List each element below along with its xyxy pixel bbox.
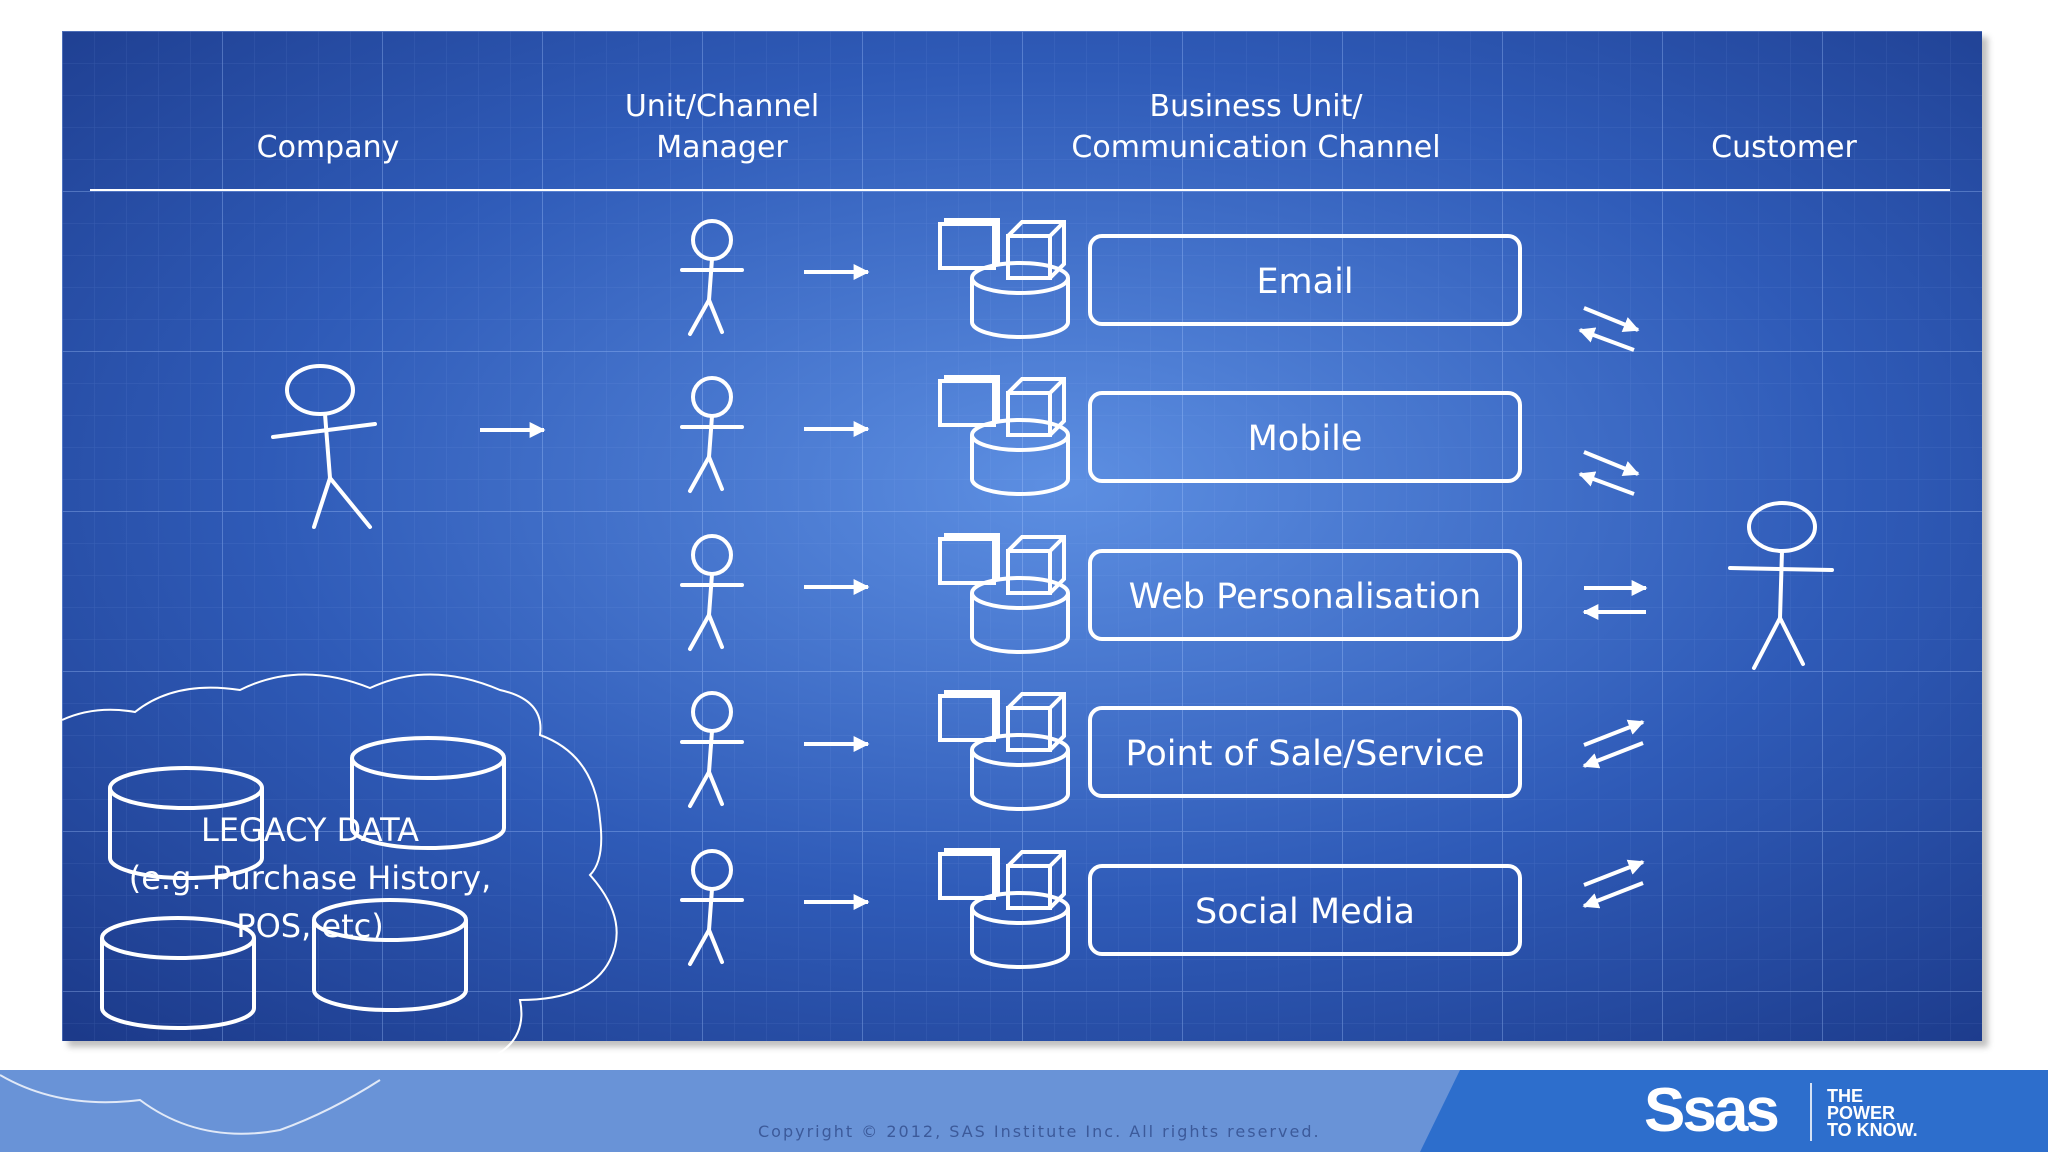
customer-arrow-in [1578,327,1635,352]
customer-arrow-in [1582,881,1644,909]
channel-box: Web Personalisation [1088,549,1522,641]
customer-arrow-in [1582,741,1644,769]
header-channel-line2: Communication Channel [1071,130,1441,165]
channel-box: Mobile [1088,391,1522,483]
channel-label: Mobile [1247,419,1363,459]
channel-box: Social Media [1088,864,1522,956]
manager-person-icon [680,849,744,966]
customer-arrow-out [1583,719,1645,747]
channel-system-icon [938,375,1070,496]
legacy-database-icon [108,766,264,880]
header-manager-line1: Unit/Channel [624,89,820,124]
logo-divider [1810,1083,1812,1141]
legacy-line2: (e.g. Purchase History, [128,859,492,897]
customer-arrow-in [1578,471,1635,496]
legacy-line1: LEGACY DATA [200,811,420,849]
channel-label: Point of Sale/Service [1125,734,1485,774]
customer-person-icon [1728,501,1834,670]
footer-band [0,1070,2048,1152]
channel-system-icon [938,533,1070,654]
channel-label: Web Personalisation [1128,577,1482,617]
channel-system-icon [938,218,1070,339]
legacy-database-icon [350,736,506,850]
legacy-database-icon [100,916,256,1030]
tagline-line2: POWER [1827,1103,1896,1123]
tagline-line3: TO KNOW. [1827,1120,1918,1140]
sas-tagline: THE POWER TO KNOW. [1827,1086,1918,1140]
manager-person-icon [680,376,744,493]
channel-label: Email [1256,262,1354,302]
manager-person-icon [680,691,744,808]
tagline-line1: THE [1827,1086,1863,1106]
channel-system-icon [938,848,1070,969]
channel-system-icon [938,690,1070,811]
header-customer: Customer [1711,130,1857,165]
company-person-icon [271,364,377,529]
customer-arrow-out [1583,450,1640,476]
customer-arrow-out [1583,859,1645,887]
header-manager-line2: Manager [656,130,788,165]
sas-logo: Ssas [1644,1076,1780,1145]
customer-arrow-out [1583,306,1640,332]
manager-person-icon [680,219,744,336]
channel-box: Email [1088,234,1522,326]
channel-box: Point of Sale/Service [1088,706,1522,798]
header-company: Company [256,130,400,165]
legacy-database-icon [312,898,468,1012]
manager-person-icon [680,534,744,651]
copyright-text: Copyright © 2012, SAS Institute Inc. All… [758,1122,1321,1141]
legacy-data-label: LEGACY DATA (e.g. Purchase History, POS,… [110,806,510,950]
header-channel-line1: Business Unit/ [1149,89,1363,124]
channel-label: Social Media [1194,892,1415,932]
legacy-line3: POS, etc) [236,907,384,945]
